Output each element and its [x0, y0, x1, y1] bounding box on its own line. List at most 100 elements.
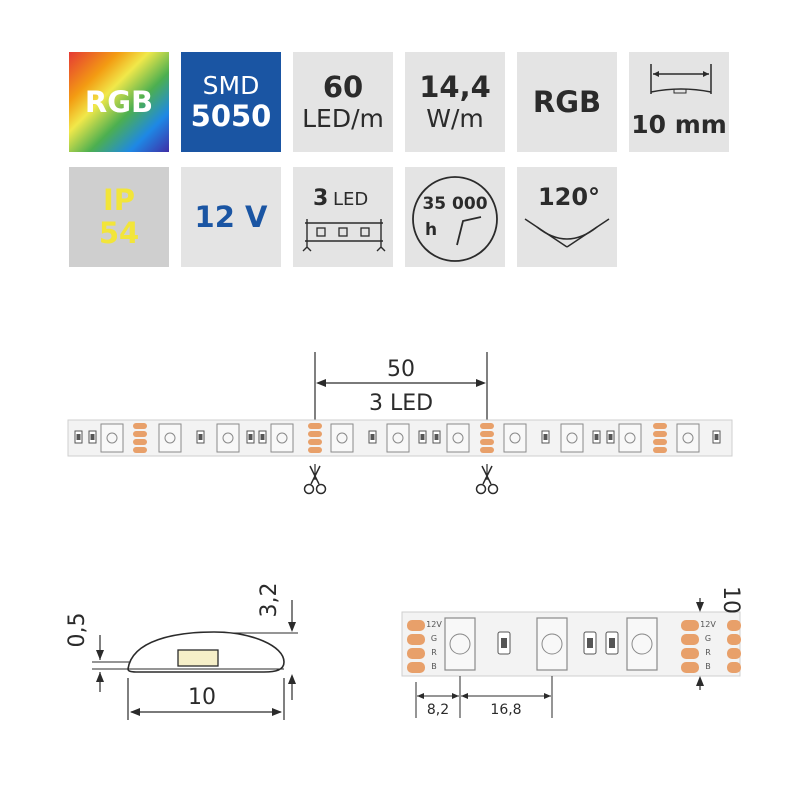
voltage-value: 12 V [194, 199, 268, 234]
detail-pad-label: G [431, 634, 437, 643]
detail-solder-pad [407, 662, 425, 673]
detail-solder-pad [727, 648, 741, 659]
strip-components [74, 423, 721, 453]
detail-solder-pad [681, 634, 699, 645]
led-lens [106, 432, 118, 444]
led-chip [158, 423, 182, 453]
solder-pad [308, 447, 322, 453]
led-lens [682, 432, 694, 444]
solder-pad [133, 423, 147, 429]
solder-pad [308, 431, 322, 437]
segment-length-label: 50 [387, 357, 415, 382]
led-segment-icon: 3 LED [302, 186, 386, 252]
lifetime-unit: h [425, 220, 437, 240]
solder-pad [133, 439, 147, 445]
beam-angle-tile: 120° [517, 167, 617, 267]
solder-pad [653, 439, 667, 445]
detail-solder-pad [681, 620, 699, 631]
detail-solder-pad [407, 634, 425, 645]
solder-pad [653, 447, 667, 453]
led-lens [624, 432, 636, 444]
resistor-body [594, 434, 599, 440]
cut-count: 3 [313, 186, 328, 211]
clock-icon: 35 000 h [412, 176, 498, 262]
led-chip [386, 423, 410, 453]
solder-pad [653, 431, 667, 437]
solder-pad [308, 439, 322, 445]
resistor-body [90, 434, 95, 440]
ip-rating: 54 [98, 216, 140, 250]
density-value: 60 [322, 70, 364, 104]
scissors-icon [303, 464, 327, 495]
led-lens [392, 432, 404, 444]
solder-pad [480, 423, 494, 429]
detail-pad-label: B [431, 662, 437, 671]
led-lens [222, 432, 234, 444]
resistor-body [248, 434, 253, 440]
lifetime-tile: 35 000 h [405, 167, 505, 267]
resistor-body [198, 434, 203, 440]
profile-diagram: 0,5 3,2 10 [65, 583, 298, 720]
scissors-icon [475, 464, 499, 495]
led-chip [503, 423, 527, 453]
height-label: 3,2 [257, 583, 282, 618]
coating-thickness-label: 0,5 [65, 613, 90, 648]
led-chip [330, 423, 354, 453]
cut-unit-tile: 3 LED [293, 167, 393, 267]
color-type: RGB [532, 84, 602, 119]
smd-tile: SMD 5050 [181, 52, 281, 152]
solder-pad [480, 447, 494, 453]
detail-solder-pad [681, 662, 699, 673]
detail-pad-label: R [705, 648, 711, 657]
detail-pad-label: 12V [700, 620, 716, 629]
power-unit: W/m [426, 104, 484, 133]
density-tile: 60 LED/m [293, 52, 393, 152]
detail-led-lens [541, 633, 563, 655]
voltage-tile: 12 V [181, 167, 281, 267]
solder-pad [133, 447, 147, 453]
detail-solder-pad [407, 648, 425, 659]
pad-offset-label: 8,2 [427, 702, 449, 718]
power-value: 14,4 [419, 70, 491, 104]
resistor-body [76, 434, 81, 440]
resistor-body [714, 434, 719, 440]
resistor-body [420, 434, 425, 440]
density-unit: LED/m [302, 104, 384, 133]
detail-resistor-body [609, 638, 615, 648]
detail-resistor-body [501, 638, 507, 648]
led-chip [177, 649, 219, 667]
resistor-body [608, 434, 613, 440]
detail-pad-label: 12V [426, 620, 442, 629]
power-tile: 14,4 W/m [405, 52, 505, 152]
lifetime-value: 35 000 [422, 194, 487, 214]
detail-solder-pad [727, 620, 741, 631]
led-lens [276, 432, 288, 444]
led-lens [336, 432, 348, 444]
led-pitch-label: 16,8 [490, 702, 521, 718]
detail-solder-pad [727, 662, 741, 673]
ip-tile: IP 54 [69, 167, 169, 267]
ip-label: IP [102, 183, 136, 217]
solder-pad [308, 423, 322, 429]
detail-led-lens [631, 633, 653, 655]
led-chip [446, 423, 470, 453]
color-type-tile: RGB [517, 52, 617, 152]
beam-angle-value: 120° [538, 183, 600, 211]
beam-angle-icon: 120° [524, 183, 610, 248]
strip-diagram: 50 3 LED [67, 352, 733, 495]
rgb-label: RGB [84, 84, 154, 119]
width-dimension-icon [650, 64, 712, 94]
smd-type: 5050 [190, 99, 272, 133]
resistor-body [260, 434, 265, 440]
led-lens [452, 432, 464, 444]
led-chip [560, 423, 584, 453]
led-chip [216, 423, 240, 453]
led-lens [509, 432, 521, 444]
led-lens [566, 432, 578, 444]
detail-solder-pad [407, 620, 425, 631]
resistor-body [434, 434, 439, 440]
detail-pad-label: G [705, 634, 711, 643]
led-chip [100, 423, 124, 453]
